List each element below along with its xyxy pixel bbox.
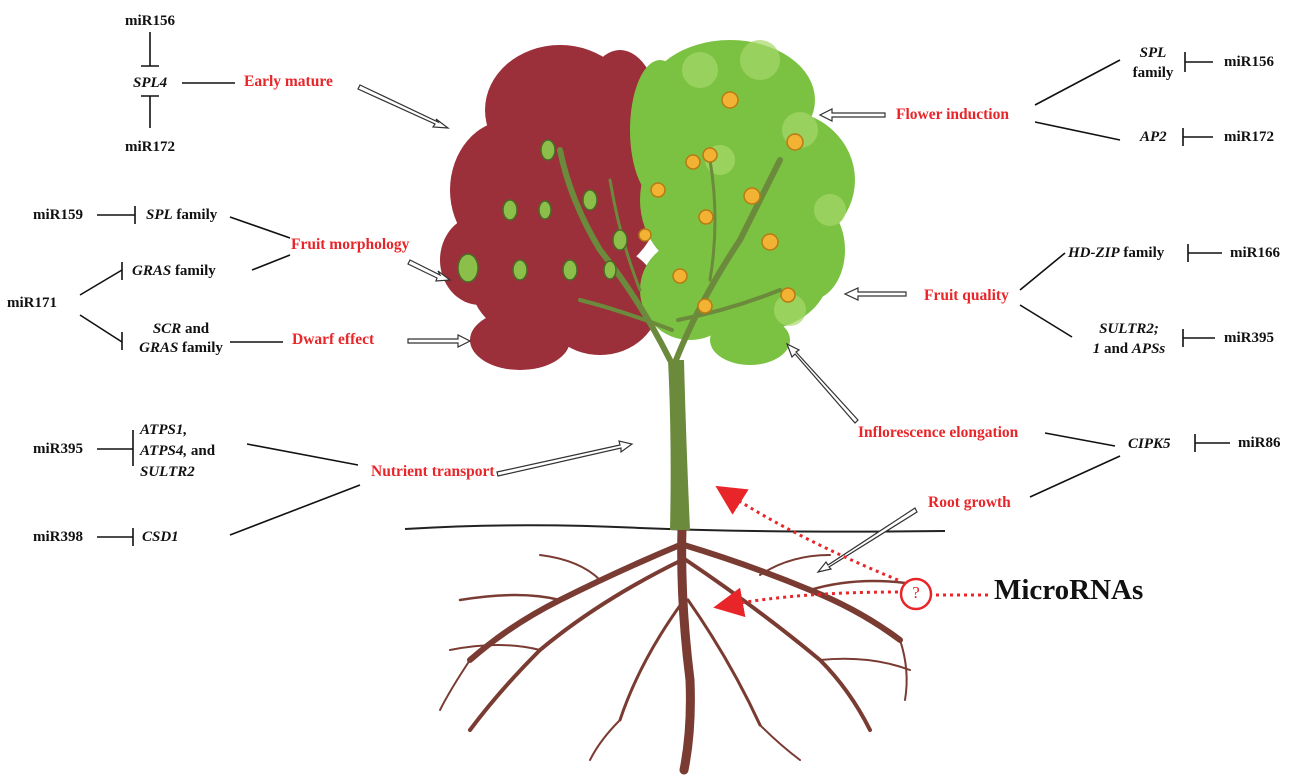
function-inflorescence-elongation: Inflorescence elongation <box>858 424 1018 442</box>
roots <box>440 528 920 770</box>
gene-label-gras-family: GRAS family <box>132 262 216 280</box>
gene-label-sultr2: SULTR2 <box>140 463 195 481</box>
gene-atps1-text: ATPS1, <box>140 422 187 438</box>
mirna-label-mir86: miR86 <box>1238 434 1281 452</box>
mirna-label-mir172-right: miR172 <box>1224 128 1274 146</box>
mirna-label-mir171: miR171 <box>7 294 57 312</box>
function-dwarf-effect: Dwarf effect <box>292 331 374 349</box>
mirna-label-mir156-right: miR156 <box>1224 53 1274 71</box>
gene-gras-family-italic: GRAS <box>132 263 171 279</box>
mirna-label-mir166: miR166 <box>1230 244 1280 262</box>
gene-sultr21-line2-italic2: APSs <box>1132 341 1165 357</box>
gene-label-spl4: SPL4 <box>133 74 167 92</box>
gene-spl-family-left-italic: SPL <box>146 207 173 223</box>
gene-scr-rest: and <box>181 321 209 337</box>
gene-label-gras-family-2: GRAS family <box>128 339 234 357</box>
gene-label-spl-right: SPL <box>1128 44 1178 62</box>
gene-hdzip-rest: family <box>1120 245 1165 261</box>
mirna-label-mir159: miR159 <box>33 206 83 224</box>
gene-gras2-italic: GRAS <box>139 340 178 356</box>
gene-label-sultr21-line2: 1 and APSs <box>1080 340 1178 358</box>
mirna-label-mir172-top: miR172 <box>122 138 178 156</box>
function-fruit-quality: Fruit quality <box>924 287 1009 305</box>
gene-sultr21-line2-rest: and <box>1100 341 1132 357</box>
gene-label-spl-family-left: SPL family <box>146 206 217 224</box>
function-early-mature: Early mature <box>244 73 333 91</box>
gene-sultr2-text: SULTR2 <box>140 464 195 480</box>
gene-cipk5-text: CIPK5 <box>1128 436 1171 452</box>
gene-csd1-text: CSD1 <box>142 529 179 545</box>
gene-atps4-rest: and <box>187 443 215 459</box>
gene-gras-family-rest: family <box>171 263 216 279</box>
gene-label-hdzip: HD-ZIP family <box>1068 244 1164 262</box>
gene-label-cipk5: CIPK5 <box>1128 435 1171 453</box>
gene-spl-right-italic: SPL <box>1140 45 1167 61</box>
gene-label-ap2: AP2 <box>1140 128 1167 146</box>
mirna-label-mir156-top: miR156 <box>122 12 178 30</box>
gene-scr-italic: SCR <box>153 321 181 337</box>
mirna-label-mir395-left: miR395 <box>33 440 83 458</box>
gene-label-csd1: CSD1 <box>142 528 179 546</box>
mirna-label-mir395-right: miR395 <box>1224 329 1274 347</box>
mirna-label-mir398: miR398 <box>33 528 83 546</box>
gene-spl4-text: SPL4 <box>133 75 167 91</box>
gene-spl-family-left-rest: family <box>173 207 218 223</box>
gene-sultr21-line1-text: SULTR2; <box>1099 321 1159 337</box>
gene-label-scr: SCR and <box>128 320 234 338</box>
function-fruit-morphology: Fruit morphology <box>291 236 409 254</box>
question-mark: ? <box>906 584 926 602</box>
gene-label-spl-right-family: family <box>1128 64 1178 82</box>
function-nutrient-transport: Nutrient transport <box>371 463 495 481</box>
gene-label-sultr21-line1: SULTR2; <box>1080 320 1178 338</box>
function-flower-induction: Flower induction <box>896 106 1009 124</box>
gene-gras2-rest: family <box>178 340 223 356</box>
gene-hdzip-italic: HD-ZIP <box>1068 245 1120 261</box>
gene-ap2-text: AP2 <box>1140 129 1167 145</box>
gene-label-atps1: ATPS1, <box>140 421 187 439</box>
gene-atps4-italic: ATPS4, <box>140 443 187 459</box>
trunk <box>668 360 690 530</box>
microrna-label: MicroRNAs <box>994 574 1143 607</box>
gene-label-atps4: ATPS4, and <box>140 442 215 460</box>
function-root-growth: Root growth <box>928 494 1011 512</box>
